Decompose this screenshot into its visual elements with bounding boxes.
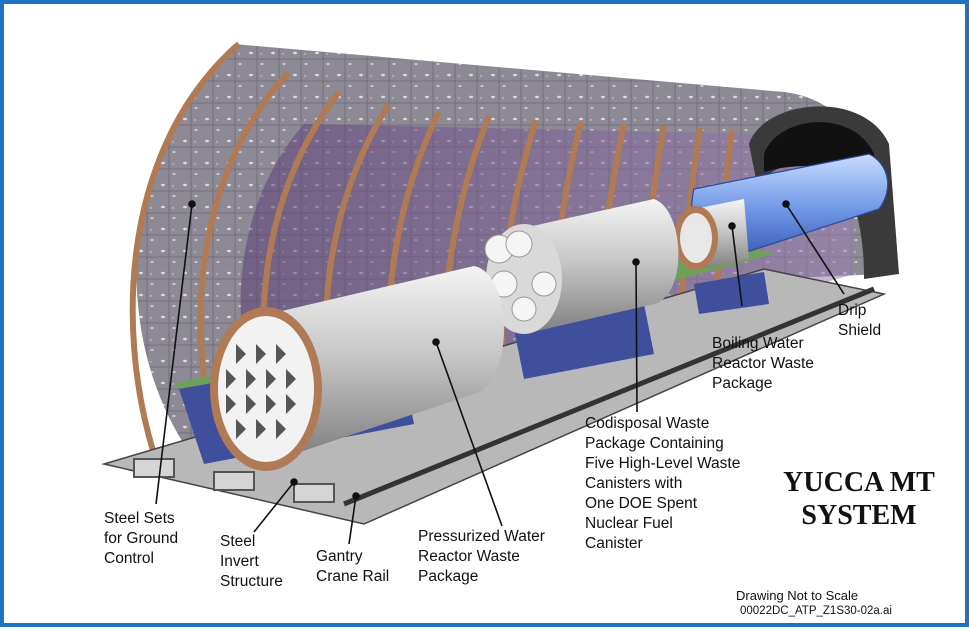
file-id: 00022DC_ATP_Z1S30-02a.ai	[740, 605, 892, 617]
diagram-title: YUCCA MT SYSTEM	[783, 467, 935, 531]
codisposal-package	[484, 199, 679, 334]
tunnel-illustration	[101, 41, 899, 545]
label-pwr-package: Pressurized Water Reactor Waste Package	[418, 528, 545, 585]
label-steel-invert: Steel Invert Structure	[220, 533, 283, 590]
label-codisposal-package: Codisposal Waste Package Containing Five…	[585, 415, 741, 552]
label-bwr-package: Boiling Water Reactor Waste Package	[712, 335, 814, 392]
label-gantry-rail: Gantry Crane Rail	[316, 548, 390, 585]
label-drip-shield: Drip Shield	[838, 302, 882, 339]
gantry-rail	[343, 286, 875, 507]
bwr-package	[674, 199, 749, 270]
scale-note: Drawing Not to Scale	[736, 588, 859, 603]
invert-cross-members	[133, 458, 335, 503]
label-steel-sets: Steel Sets for Ground Control	[104, 510, 179, 567]
pwr-package	[210, 266, 504, 471]
leader-lines	[155, 200, 845, 545]
